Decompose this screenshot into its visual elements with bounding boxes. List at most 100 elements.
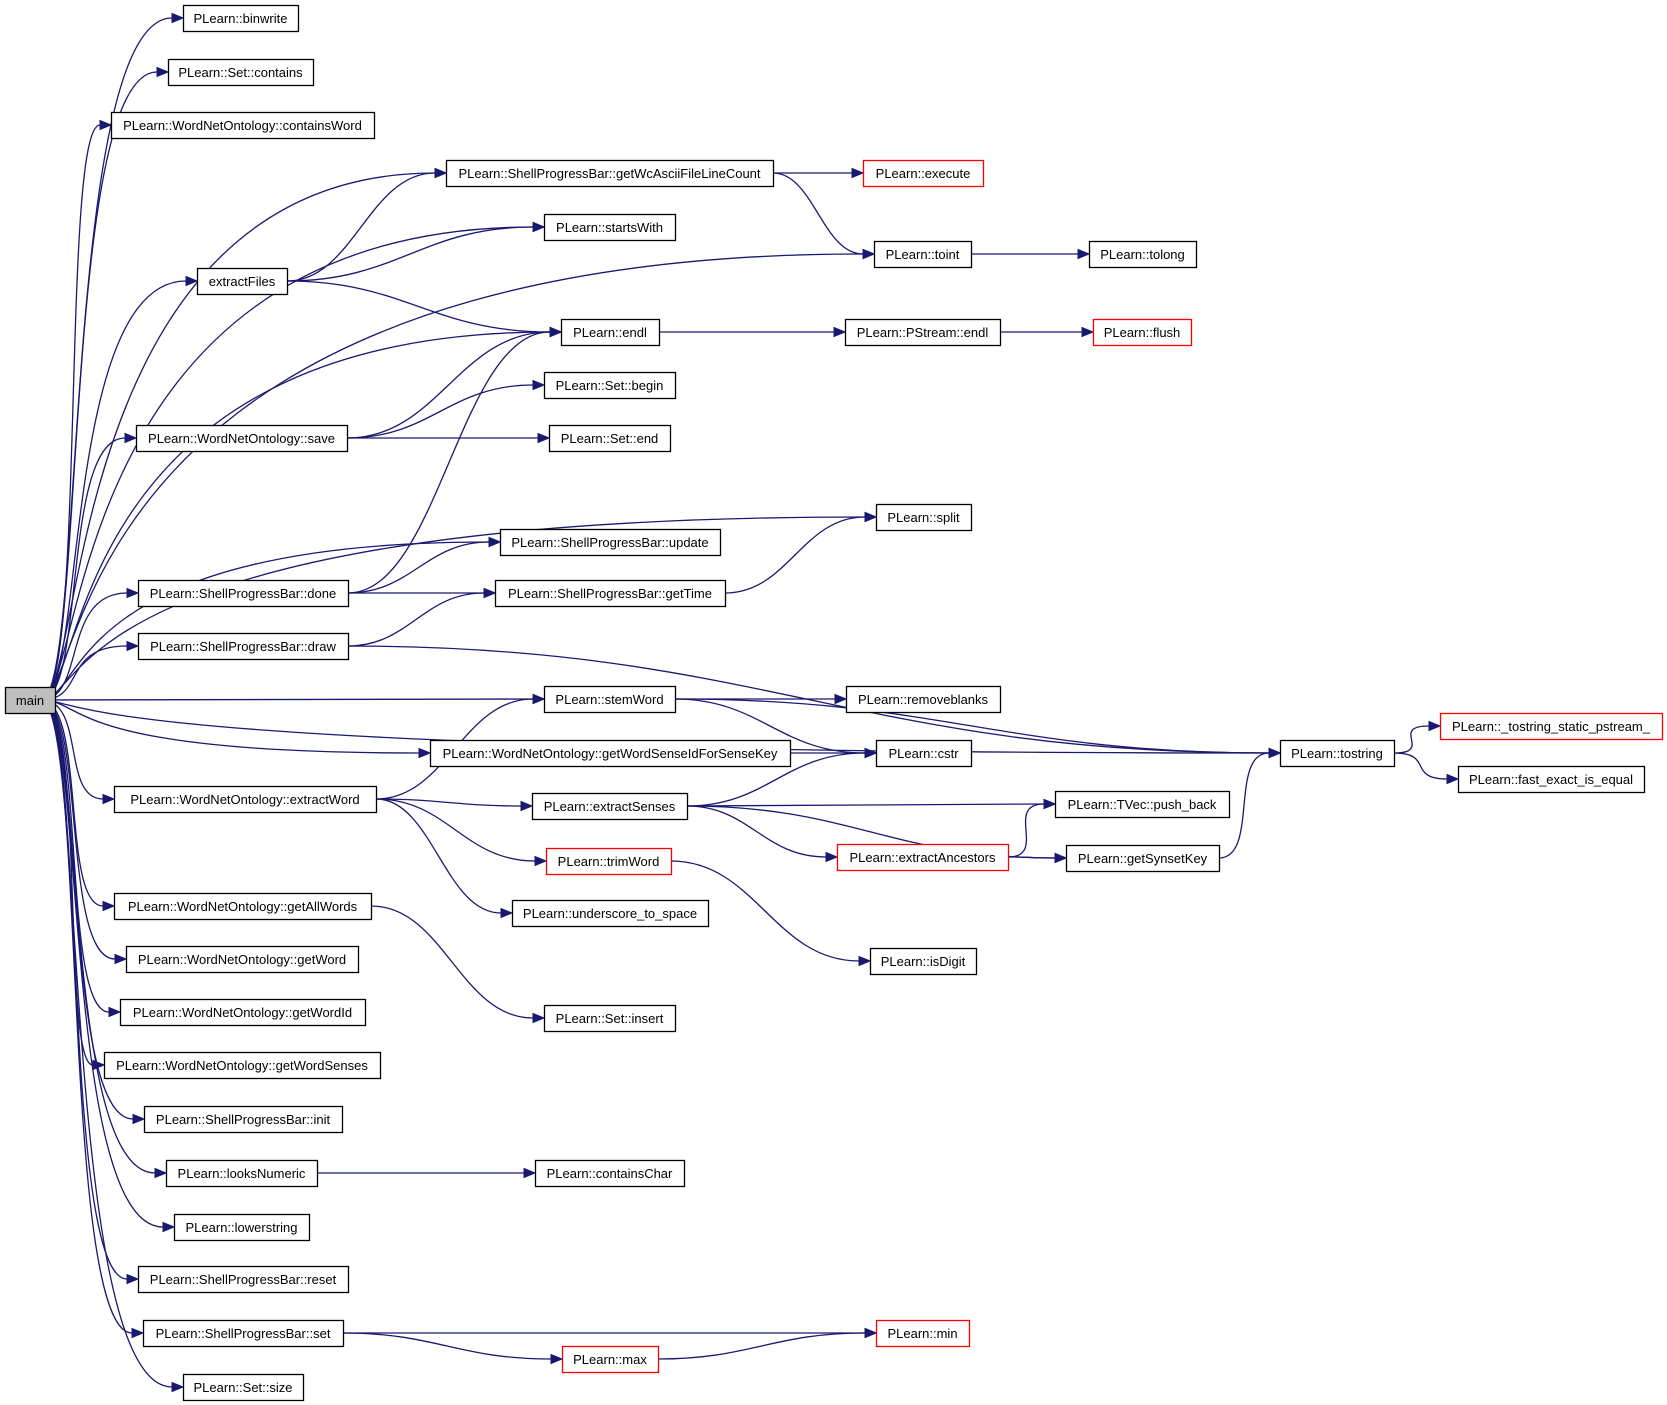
node-label: PLearn::trimWord: [558, 854, 660, 869]
node-box: [167, 58, 315, 87]
node-box: [429, 739, 792, 768]
node-startsWith[interactable]: PLearn::startsWith: [543, 213, 677, 242]
node-label: extractFiles: [209, 274, 276, 289]
node-execute[interactable]: PLearn::execute: [862, 159, 985, 188]
node-getWord[interactable]: PLearn::WordNetOntology::getWord: [125, 945, 360, 974]
node-getTime[interactable]: PLearn::ShellProgressBar::getTime: [494, 579, 727, 608]
edge-arrowhead: [851, 167, 865, 179]
edge-extractAncestors-to-push-back: [1007, 803, 1045, 858]
node-spb-set[interactable]: PLearn::ShellProgressBar::set: [142, 1319, 345, 1348]
node-cstr[interactable]: PLearn::cstr: [875, 739, 973, 768]
node-done[interactable]: PLearn::ShellProgressBar::done: [137, 579, 350, 608]
node-set-begin[interactable]: PLearn::Set::begin: [543, 371, 677, 400]
node-label: PLearn::execute: [876, 166, 971, 181]
edge-arrowhead: [864, 747, 878, 759]
edge-main-to-extractWord: [40, 699, 104, 800]
node-box: [113, 892, 373, 921]
edge-wno-save-to-set-begin: [346, 384, 534, 439]
node-trimWord[interactable]: PLearn::trimWord: [545, 847, 673, 876]
node-label: PLearn::ShellProgressBar::getTime: [508, 586, 712, 601]
node-box: [182, 4, 300, 33]
node-set-size[interactable]: PLearn::Set::size: [182, 1373, 305, 1402]
node-getWSId[interactable]: PLearn::WordNetOntology::getWordSenseIdF…: [429, 739, 792, 768]
node-box: [499, 528, 722, 557]
edge-getWc-to-toint: [772, 172, 864, 255]
node-set-end[interactable]: PLearn::Set::end: [548, 424, 672, 453]
node-label: PLearn::looksNumeric: [178, 1166, 306, 1181]
node-split[interactable]: PLearn::split: [875, 503, 973, 532]
node-getSynsetKey[interactable]: PLearn::getSynsetKey: [1065, 844, 1221, 873]
node-box: [4, 686, 57, 715]
node-main[interactable]: main: [4, 686, 57, 715]
node-removeblanks[interactable]: PLearn::removeblanks: [845, 685, 1002, 714]
node-box: [142, 1319, 345, 1348]
node-tostring[interactable]: PLearn::tostring: [1279, 739, 1396, 768]
node-set-contains[interactable]: PLearn::Set::contains: [167, 58, 315, 87]
node-tolong[interactable]: PLearn::tolong: [1088, 240, 1198, 269]
edge-arrowhead: [537, 432, 551, 444]
node-extractFiles[interactable]: extractFiles: [196, 267, 289, 296]
node-label: PLearn::Set::size: [194, 1380, 293, 1395]
edge-arrowhead: [434, 167, 448, 179]
node-extractWord[interactable]: PLearn::WordNetOntology::extractWord: [113, 785, 378, 814]
edge-arrowhead: [185, 275, 199, 287]
node-containsChar[interactable]: PLearn::containsChar: [534, 1159, 686, 1188]
edge-arrowhead: [132, 1113, 146, 1125]
edge-arrowhead: [1268, 747, 1282, 759]
node-binwrite[interactable]: PLearn::binwrite: [182, 4, 300, 33]
node-label: PLearn::ShellProgressBar::getWcAsciiFile…: [458, 166, 760, 181]
edge-arrowhead: [418, 747, 432, 759]
node-extractSenses[interactable]: PLearn::extractSenses: [531, 792, 689, 821]
node-label: PLearn::WordNetOntology::getWordId: [133, 1005, 352, 1020]
node-isDigit[interactable]: PLearn::isDigit: [869, 947, 978, 976]
node-underscore[interactable]: PLearn::underscore_to_space: [511, 899, 710, 928]
edge-arrowhead: [102, 793, 116, 805]
node-label: PLearn::containsChar: [547, 1166, 673, 1181]
node-box: [110, 111, 376, 140]
edge-main-to-wno-save: [40, 437, 126, 701]
node-looksNumeric[interactable]: PLearn::looksNumeric: [165, 1159, 319, 1188]
edge-main-to-getWordId: [40, 699, 110, 1013]
node-getAllWords[interactable]: PLearn::WordNetOntology::getAllWords: [113, 892, 373, 921]
node-spb-init[interactable]: PLearn::ShellProgressBar::init: [143, 1105, 344, 1134]
node-stemWord[interactable]: PLearn::stemWord: [543, 685, 677, 714]
node-set-insert[interactable]: PLearn::Set::insert: [543, 1004, 677, 1033]
node-label: PLearn::WordNetOntology::extractWord: [130, 792, 359, 807]
node-pstream-endl[interactable]: PLearn::PStream::endl: [844, 318, 1002, 347]
node-label: PLearn::tolong: [1100, 247, 1185, 262]
node-box: [511, 899, 710, 928]
node-box: [1065, 844, 1221, 873]
node-label: PLearn::tostring: [1291, 746, 1383, 761]
node-lowerstring[interactable]: PLearn::lowerstring: [173, 1213, 311, 1242]
node-flush[interactable]: PLearn::flush: [1092, 318, 1193, 347]
node-draw[interactable]: PLearn::ShellProgressBar::draw: [137, 632, 350, 661]
node-min[interactable]: PLearn::min: [875, 1319, 971, 1348]
edge-extractFiles-to-endl: [286, 280, 551, 333]
node-getWc[interactable]: PLearn::ShellProgressBar::getWcAsciiFile…: [445, 159, 775, 188]
node-wno-save[interactable]: PLearn::WordNetOntology::save: [135, 424, 349, 453]
node-spb-reset[interactable]: PLearn::ShellProgressBar::reset: [137, 1265, 350, 1294]
node-ts-static[interactable]: PLearn::_tostring_static_pstream_: [1439, 712, 1664, 741]
node-getWordId[interactable]: PLearn::WordNetOntology::getWordId: [119, 998, 367, 1027]
edges-layer: [40, 12, 1460, 1393]
node-push-back[interactable]: PLearn::TVec::push_back: [1054, 790, 1231, 819]
node-fast-eq[interactable]: PLearn::fast_exact_is_equal: [1457, 765, 1646, 794]
node-endl[interactable]: PLearn::endl: [560, 318, 661, 347]
edge-stemWord-to-cstr: [674, 698, 866, 754]
node-box: [1088, 240, 1198, 269]
node-containsWord[interactable]: PLearn::WordNetOntology::containsWord: [110, 111, 376, 140]
edge-arrowhead: [99, 119, 113, 131]
node-toint[interactable]: PLearn::toint: [873, 240, 973, 269]
node-box: [548, 424, 672, 453]
edge-main-to-getWordSenses: [40, 699, 94, 1066]
node-getWordSenses[interactable]: PLearn::WordNetOntology::getWordSenses: [103, 1051, 382, 1080]
node-label: PLearn::WordNetOntology::getWordSenses: [116, 1058, 368, 1073]
node-box: [543, 1004, 677, 1033]
node-label: PLearn::WordNetOntology::save: [148, 431, 335, 446]
node-max[interactable]: PLearn::max: [561, 1345, 660, 1374]
node-box: [445, 159, 775, 188]
node-label: PLearn::endl: [573, 325, 647, 340]
node-extractAncestors[interactable]: PLearn::extractAncestors: [836, 843, 1010, 872]
node-update[interactable]: PLearn::ShellProgressBar::update: [499, 528, 722, 557]
node-box: [561, 1345, 660, 1374]
